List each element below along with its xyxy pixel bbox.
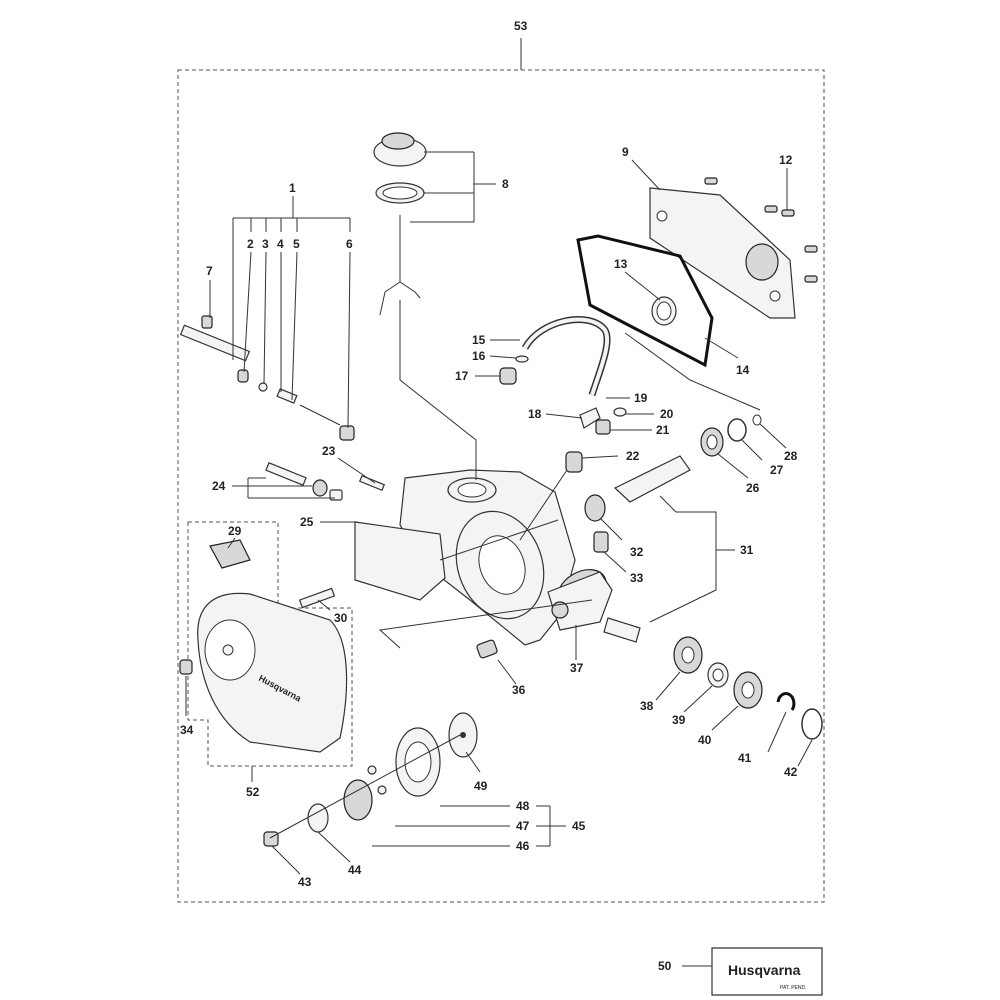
decal-logo: Husqvarna: [728, 962, 801, 978]
callout-36: 36: [512, 683, 526, 697]
callout-43: 43: [298, 875, 312, 889]
callout-19: 19: [634, 391, 648, 405]
callout-25: 25: [300, 515, 314, 529]
callout-6: 6: [346, 237, 353, 251]
callout-13: 13: [614, 257, 628, 271]
callout-37: 37: [570, 661, 584, 675]
callout-23: 23: [322, 444, 336, 458]
callout-42: 42: [784, 765, 798, 779]
callout-33: 33: [630, 571, 644, 585]
callout-14: 14: [736, 363, 750, 377]
pinion-shaft: [584, 414, 762, 643]
callout-40: 40: [698, 733, 712, 747]
callout-38: 38: [640, 699, 654, 713]
callout-47: 47: [516, 819, 530, 833]
callout-34: 34: [180, 723, 194, 737]
callout-5: 5: [293, 237, 300, 251]
callout-16: 16: [472, 349, 486, 363]
callout-2: 2: [247, 237, 254, 251]
callout-53: 53: [514, 19, 528, 33]
callout-45: 45: [572, 819, 586, 833]
callout-8: 8: [502, 177, 509, 191]
callout-12: 12: [779, 153, 793, 167]
callout-32: 32: [630, 545, 644, 559]
assembly-frame: [177, 69, 825, 903]
callout-44: 44: [348, 863, 362, 877]
callout-26: 26: [746, 481, 760, 495]
callout-1: 1: [289, 181, 296, 195]
callout-22: 22: [626, 449, 640, 463]
leader-lines: [185, 151, 813, 967]
callout-17: 17: [455, 369, 469, 383]
clamp-bracket: [476, 571, 613, 659]
belt-guard: Husqvarna: [179, 592, 348, 753]
oil-hose: [499, 316, 627, 473]
callout-24: 24: [212, 479, 226, 493]
gear-cover: [576, 187, 796, 368]
callout-50: 50: [658, 959, 672, 973]
callout-48: 48: [516, 799, 530, 813]
callout-27: 27: [770, 463, 784, 477]
callout-15: 15: [472, 333, 486, 347]
callout-20: 20: [660, 407, 674, 421]
callout-21: 21: [656, 423, 670, 437]
filler-cap: [373, 132, 427, 316]
callout-49: 49: [474, 779, 488, 793]
callout-28: 28: [784, 449, 798, 463]
callout-18: 18: [528, 407, 542, 421]
decal: Husqvarna PAT. PEND.: [711, 947, 823, 996]
callout-31: 31: [740, 543, 754, 557]
callout-30: 30: [334, 611, 348, 625]
output-bearings: [673, 636, 823, 740]
callout-52: 52: [246, 785, 260, 799]
callout-9: 9: [622, 145, 629, 159]
callout-29: 29: [228, 524, 242, 538]
bolts: [265, 462, 386, 609]
callout-7: 7: [206, 264, 213, 278]
bracket-plate: [354, 521, 446, 601]
clip: [209, 539, 251, 569]
callout-labels: 53 1 2 3 4 5 6 7 8 9 12 13 14 15 16 17 1…: [180, 19, 798, 973]
callout-41: 41: [738, 751, 752, 765]
shaft-assembly: [179, 315, 355, 441]
guard-frame: [187, 521, 353, 767]
callout-4: 4: [277, 237, 284, 251]
cover-screws: [704, 177, 818, 283]
callout-3: 3: [262, 237, 269, 251]
flange-parts: [263, 712, 478, 847]
callout-39: 39: [672, 713, 686, 727]
callout-46: 46: [516, 839, 530, 853]
decal-note: PAT. PEND.: [780, 985, 807, 991]
